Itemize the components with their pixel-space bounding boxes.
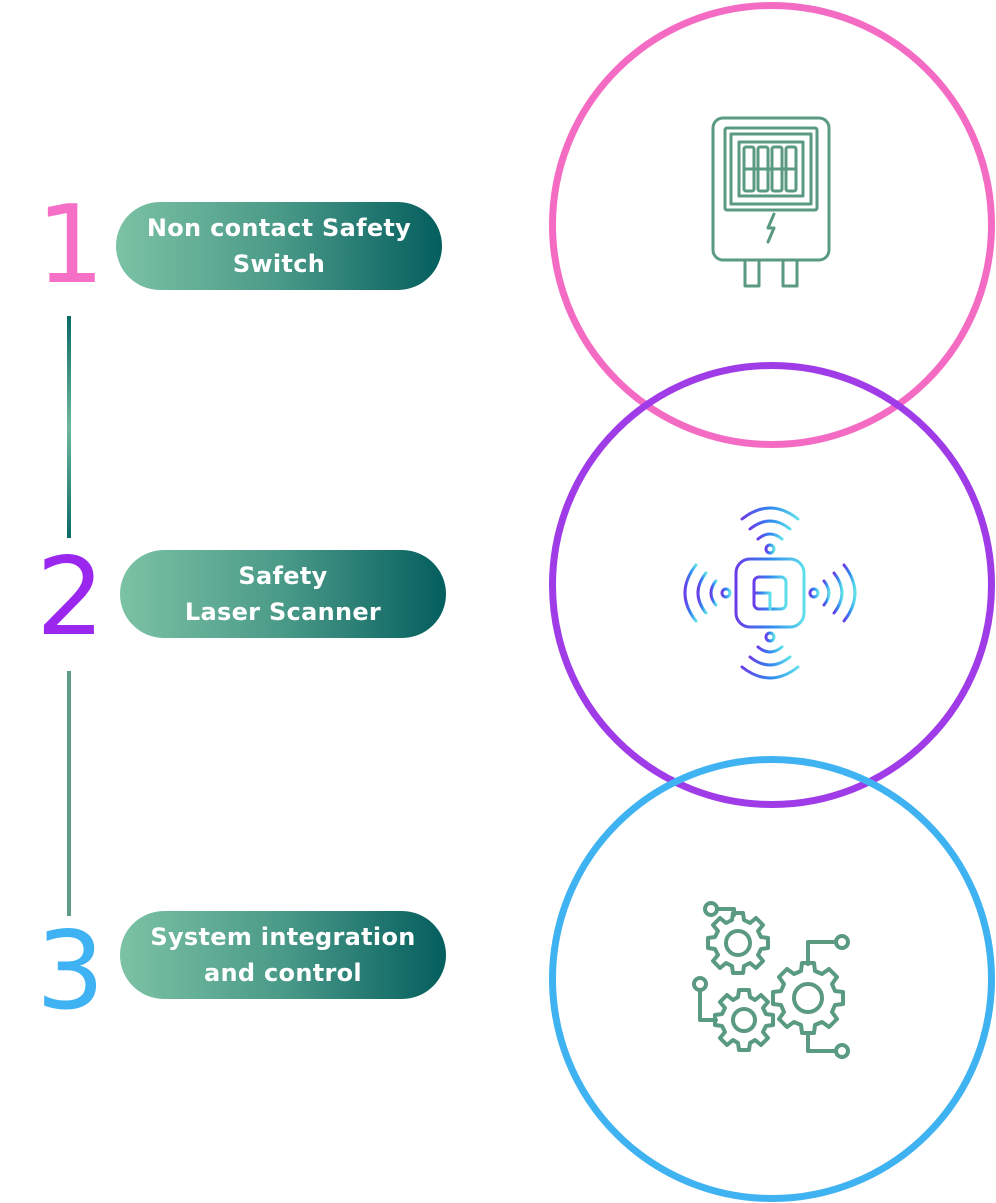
step-label-1: Non contact Safety Switch [116, 202, 442, 290]
laser-scanner-icon [683, 506, 857, 680]
connector-line-2-3 [67, 671, 71, 916]
circle-step-3 [549, 756, 995, 1202]
step-label-2: Safety Laser Scanner [120, 550, 446, 638]
connector-line-1-2 [67, 316, 71, 538]
gears-integration-icon [692, 901, 850, 1059]
safety-switch-icon [711, 116, 831, 288]
step-number-3: 3 [36, 909, 105, 1034]
step-number-1: 1 [36, 183, 105, 308]
step-number-2: 2 [36, 535, 105, 660]
step-label-3: System integration and control [120, 911, 446, 999]
